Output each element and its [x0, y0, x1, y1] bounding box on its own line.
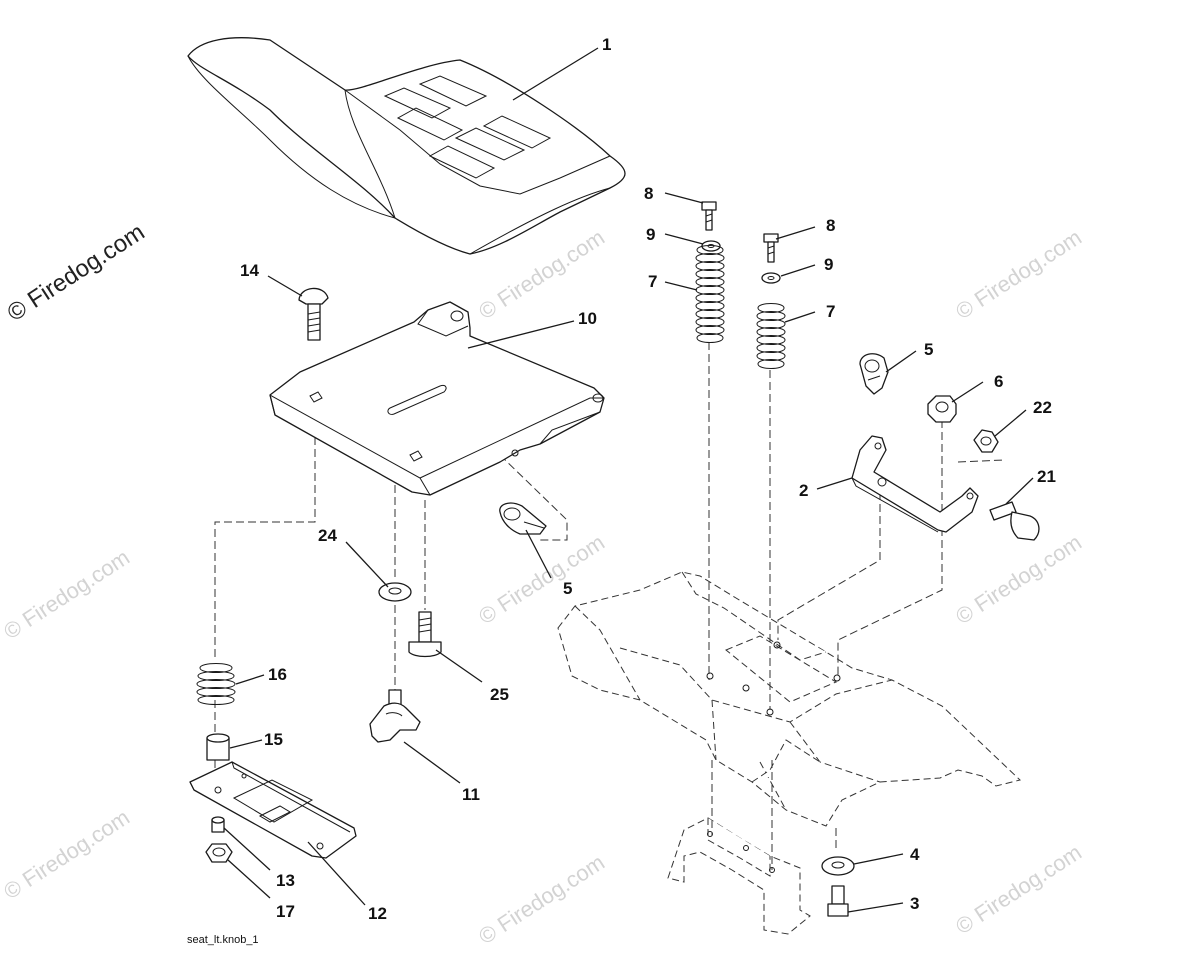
callout-2: 2	[799, 481, 808, 500]
callout-8-right: 8	[826, 216, 835, 235]
watermark-tile: © Firedog.com	[951, 529, 1086, 629]
clip-part-5-right	[859, 353, 889, 395]
washer-part-24	[378, 582, 412, 602]
callout-7-left: 7	[648, 272, 657, 291]
callout-13: 13	[276, 871, 295, 890]
callout-11: 11	[462, 785, 480, 804]
seat-part-1	[187, 37, 626, 255]
shoulder-bolt-part-21	[989, 501, 1040, 541]
drawing-code: seat_lt.knob_1	[187, 934, 259, 946]
washer-part-9-right	[761, 272, 781, 284]
spring-part-7-right	[756, 303, 786, 369]
bracket-part-2	[851, 435, 979, 533]
callout-5-right: 5	[924, 340, 933, 359]
spring-part-7-left	[695, 245, 725, 343]
washer-part-4	[821, 856, 855, 876]
callout-1: 1	[602, 35, 611, 54]
callout-25: 25	[490, 685, 509, 704]
flange-nut-part-17	[205, 843, 233, 863]
spring-part-16	[196, 663, 236, 705]
callout-labels: 1 14 10 5 24 25 11 16 15 12 13 17 8 8 9 …	[240, 35, 1056, 923]
watermark-tile: © Firedog.com	[474, 849, 609, 949]
callout-10: 10	[578, 309, 597, 328]
bolt-part-8-right	[763, 233, 779, 263]
callout-6: 6	[994, 372, 1003, 391]
callout-3: 3	[910, 894, 919, 913]
assembly-centerlines	[214, 342, 1005, 870]
callout-12: 12	[368, 904, 387, 923]
bolt-part-13	[211, 816, 225, 833]
watermark-tile: © Firedog.com	[0, 544, 134, 644]
callout-5-left: 5	[563, 579, 572, 598]
hex-nut-part-6	[927, 395, 957, 423]
callout-7-right: 7	[826, 302, 835, 321]
callout-24: 24	[318, 526, 337, 545]
callout-4: 4	[910, 845, 920, 864]
watermark-tile: © Firedog.com	[951, 839, 1086, 939]
callout-9-right: 9	[824, 255, 833, 274]
tractor-frame-phantom	[557, 571, 1022, 935]
watermark-tile: © Firedog.com	[951, 224, 1086, 324]
callout-14: 14	[240, 261, 259, 280]
watermark-main: © Firedog.com	[3, 218, 150, 327]
callout-21: 21	[1037, 467, 1056, 486]
bolt-part-8-left	[701, 201, 717, 231]
callout-15: 15	[264, 730, 283, 749]
carriage-bolt-part-14	[298, 287, 329, 341]
seat-pan-part-10	[269, 301, 605, 496]
knob-part-11	[369, 689, 421, 743]
callout-9-left: 9	[646, 225, 655, 244]
leader-lines	[223, 47, 1034, 913]
callout-17: 17	[276, 902, 295, 921]
slide-plate-part-12	[189, 761, 357, 859]
callout-16: 16	[268, 665, 287, 684]
watermark-tiles: © Firedog.com © Firedog.com © Firedog.co…	[0, 218, 1086, 949]
bolt-part-3	[827, 885, 849, 917]
nut-part-22	[973, 429, 999, 453]
spacer-part-15	[206, 733, 230, 761]
callout-22: 22	[1033, 398, 1052, 417]
flange-bolt-part-25	[408, 611, 442, 658]
watermark-tile: © Firedog.com	[0, 804, 134, 904]
clip-part-5-left	[499, 502, 547, 535]
callout-8-left: 8	[644, 184, 653, 203]
